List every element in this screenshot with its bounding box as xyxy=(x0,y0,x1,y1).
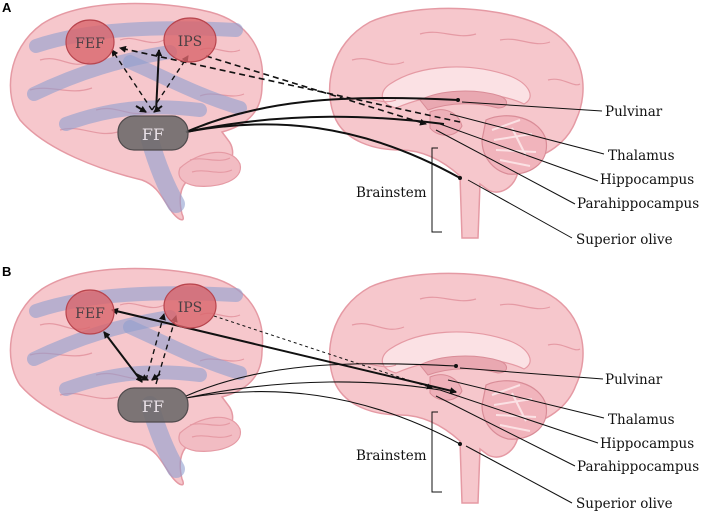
label-superior-olive: Superior olive xyxy=(576,232,673,248)
sagittal-brain-a xyxy=(328,7,584,239)
label-hippocampus: Hippocampus xyxy=(600,172,694,188)
node-fef-b: FEF xyxy=(65,289,115,335)
node-ips-a: IPS xyxy=(163,17,217,63)
label-thalamus: Thalamus xyxy=(608,412,675,428)
label-thalamus: Thalamus xyxy=(608,148,675,164)
fef-label: FEF xyxy=(75,306,105,322)
label-pulvinar: Pulvinar xyxy=(605,104,663,120)
connections-a xyxy=(111,45,605,239)
panel-letter-a: A xyxy=(2,0,12,15)
node-ips-b: IPS xyxy=(163,283,217,329)
ips-label: IPS xyxy=(178,300,203,316)
panel-letter-b: B xyxy=(2,264,11,279)
ff-label: FF xyxy=(142,125,164,144)
lateral-brain-a xyxy=(9,2,264,221)
label-parahippocampus: Parahippocampus xyxy=(577,196,699,212)
ips-label: IPS xyxy=(178,34,203,50)
node-ff-b: FF xyxy=(117,387,189,423)
label-parahippocampus: Parahippocampus xyxy=(577,459,699,475)
connections-b xyxy=(103,307,605,504)
label-pulvinar: Pulvinar xyxy=(605,372,663,388)
node-ff-a: FF xyxy=(117,115,189,151)
ff-label: FF xyxy=(142,397,164,416)
label-brainstem: Brainstem xyxy=(356,185,427,201)
panel-a: A xyxy=(2,0,699,248)
node-fef-a: FEF xyxy=(65,19,115,65)
label-hippocampus: Hippocampus xyxy=(600,436,694,452)
sagittal-brain-b xyxy=(328,272,584,504)
label-superior-olive: Superior olive xyxy=(576,496,673,512)
lateral-brain-b xyxy=(9,267,264,486)
fef-label: FEF xyxy=(75,36,105,52)
panel-b: B xyxy=(2,264,699,512)
label-brainstem: Brainstem xyxy=(356,448,427,464)
